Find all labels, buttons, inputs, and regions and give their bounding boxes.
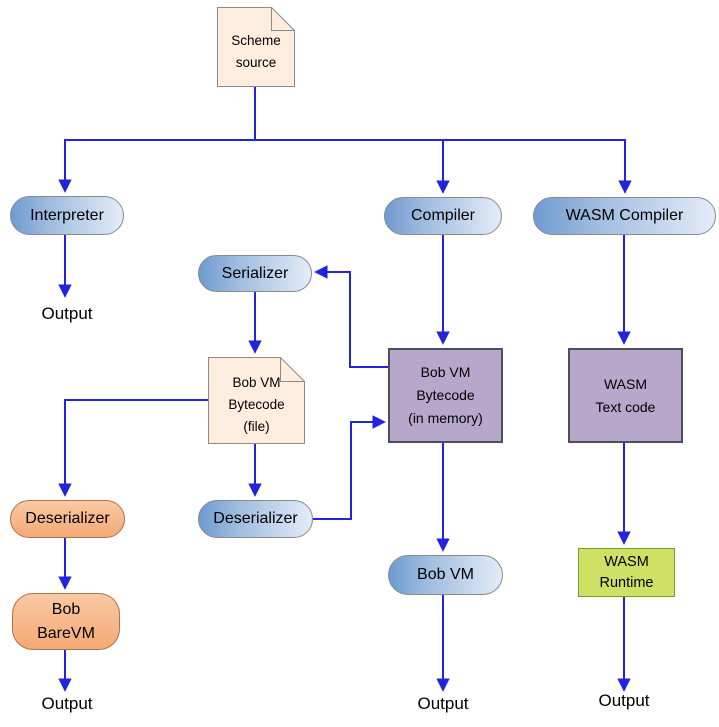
label-line: (file) <box>243 419 270 434</box>
label-line: Bytecode <box>416 387 475 403</box>
bob-barevm-node: Bob BareVM <box>12 593 120 650</box>
edge-file-deserializer-orange <box>58 399 208 497</box>
label-line: (in memory) <box>408 410 483 426</box>
label-line: Bob VM <box>232 375 281 390</box>
output-label-barevm: Output <box>41 694 93 713</box>
wasm-compiler-node: WASM Compiler <box>533 197 716 235</box>
label-line: Runtime <box>599 574 654 591</box>
wasm-runtime-node: WASM Runtime <box>578 548 675 597</box>
edge-memory-serializer <box>314 265 388 368</box>
interpreter-node: Interpreter <box>10 196 124 235</box>
bob-vm-node: Bob VM <box>388 555 503 595</box>
document-shape <box>208 357 305 444</box>
bytecode-memory-node: Bob VM Bytecode (in memory) <box>388 348 503 443</box>
label-line: Text code <box>595 398 656 415</box>
document-shape <box>217 7 295 87</box>
wasm-text-node: WASM Text code <box>568 348 683 443</box>
label-line: Bob <box>51 600 81 618</box>
deserializer-blue-node: Deserializer <box>198 500 313 538</box>
output-label-interpreter: Output <box>41 304 93 323</box>
node-label: Scheme source <box>231 21 281 74</box>
compiler-node: Compiler <box>384 197 502 235</box>
scheme-source-node: Scheme source <box>217 7 295 87</box>
output-label-bobvm: Output <box>417 694 469 713</box>
output-label-wasm: Output <box>598 691 650 710</box>
label-line: WASM <box>603 375 648 392</box>
bytecode-file-node: Bob VM Bytecode (file) <box>208 357 305 444</box>
label-line: WASM <box>604 553 649 570</box>
edge-deserializerblue-memory <box>313 415 386 520</box>
serializer-node: Serializer <box>198 255 312 292</box>
label-line: source <box>235 54 277 70</box>
label-line: Scheme <box>231 32 281 48</box>
deserializer-orange-node: Deserializer <box>10 500 125 538</box>
label-line: Bytecode <box>228 397 285 412</box>
label-line: Bob VM <box>420 364 471 380</box>
node-label: Bob VM Bytecode (file) <box>228 363 284 438</box>
label-line: BareVM <box>37 624 95 642</box>
